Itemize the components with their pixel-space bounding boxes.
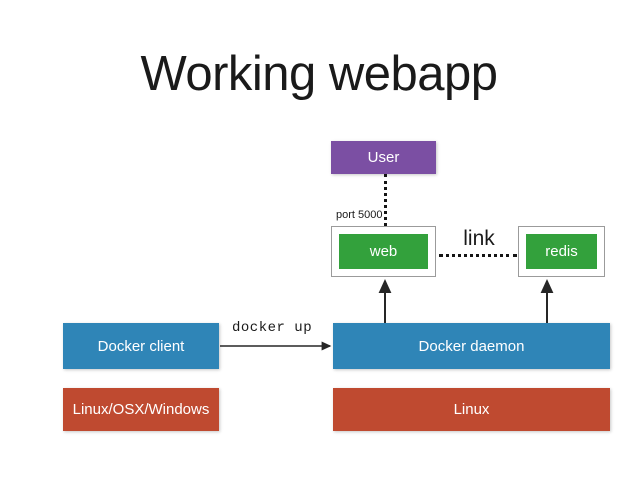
edge-port-5000-label: port 5000: [336, 209, 383, 221]
node-docker-daemon[interactable]: Docker daemon: [333, 323, 610, 369]
container-redis[interactable]: redis: [518, 226, 605, 277]
node-host-client-os[interactable]: Linux/OSX/Windows: [63, 388, 219, 431]
edge-docker-up-label: docker up: [232, 320, 313, 336]
node-redis-label: redis: [545, 243, 578, 260]
container-web[interactable]: web: [331, 226, 436, 277]
node-web-label: web: [369, 243, 398, 260]
node-docker-daemon-label: Docker daemon: [418, 337, 525, 355]
edge-link-label: link: [463, 227, 495, 250]
node-user[interactable]: User: [331, 141, 436, 174]
page-title: Working webapp: [140, 47, 498, 101]
node-web: web: [339, 234, 428, 269]
node-docker-client[interactable]: Docker client: [63, 323, 219, 369]
edge-link-line: [439, 254, 517, 257]
node-host-client-os-label: Linux/OSX/Windows: [72, 401, 210, 418]
node-redis: redis: [526, 234, 597, 269]
node-user-label: User: [367, 149, 400, 166]
node-docker-client-label: Docker client: [97, 337, 185, 355]
node-host-daemon-os[interactable]: Linux: [333, 388, 610, 431]
edge-port-5000-line: [384, 174, 387, 226]
node-host-daemon-os-label: Linux: [453, 401, 490, 418]
